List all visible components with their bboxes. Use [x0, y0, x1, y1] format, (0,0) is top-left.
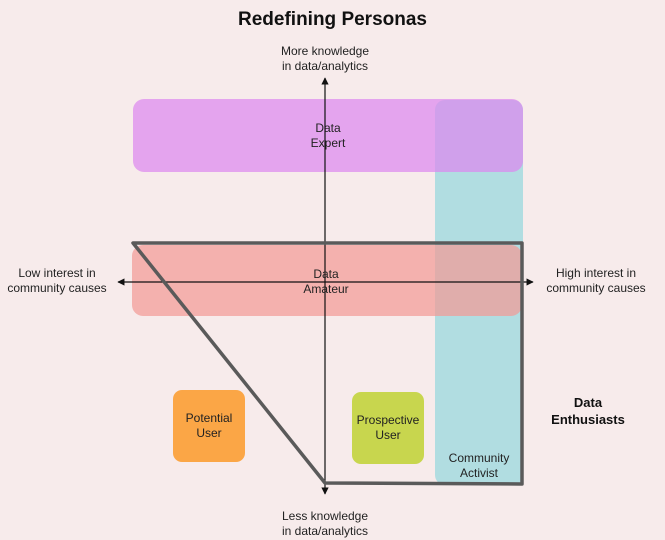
potential-user-label: Potential User — [185, 411, 233, 440]
data-enthusiasts-outline — [131, 241, 524, 486]
diagram-title: Redefining Personas — [238, 9, 427, 30]
prospective-user-box — [352, 392, 424, 464]
axis-label-top: More knowledge in data/analytics — [280, 44, 370, 73]
data-amateur-label: Data Amateur — [303, 267, 349, 296]
community-activist-label: Community Activist — [448, 451, 510, 480]
data-enthusiasts-label: Data Enthusiasts — [551, 395, 625, 427]
axis-label-bottom: Less knowledge in data/analytics — [281, 509, 369, 538]
axis-label-left: Low interest in community causes — [7, 266, 107, 295]
axis-label-right: High interest in community causes — [546, 266, 646, 295]
potential-user-box — [173, 390, 245, 462]
data-expert-label: Data Expert — [310, 121, 346, 150]
prospective-user-label: Prospective User — [356, 413, 420, 442]
